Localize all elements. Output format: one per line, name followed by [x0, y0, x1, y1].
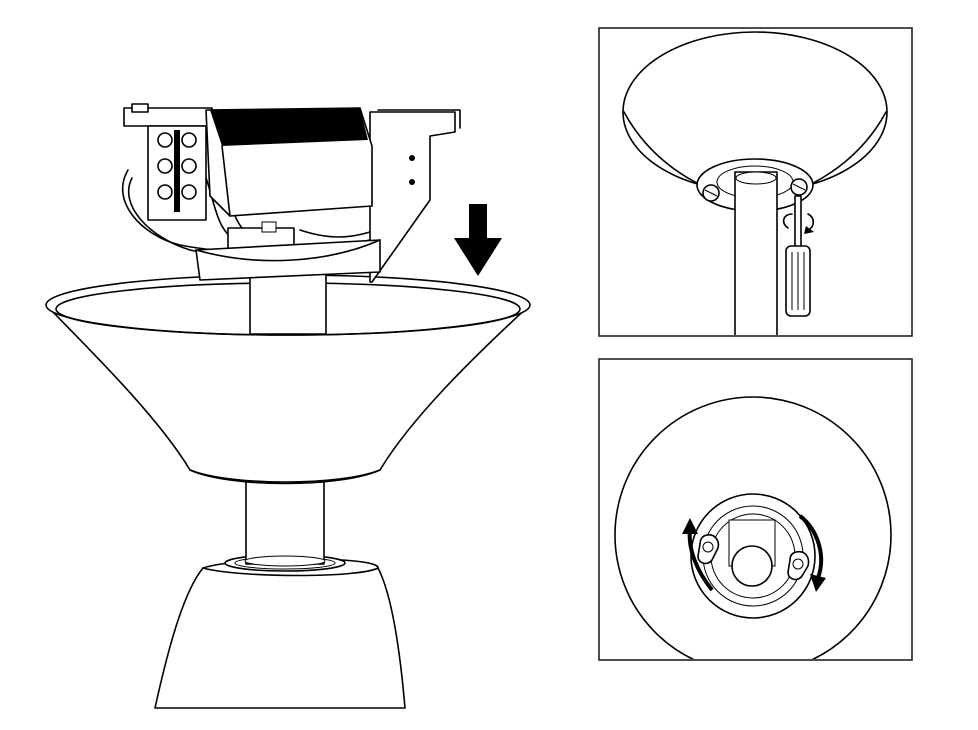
downrod — [731, 545, 773, 587]
downrod-upper — [249, 271, 327, 335]
junction-box — [205, 107, 373, 257]
rotate-arrow-left-icon — [682, 518, 714, 592]
motor-housing — [154, 554, 406, 709]
terminal-block — [147, 125, 207, 221]
mounting-bracket — [123, 103, 461, 283]
screw — [702, 178, 808, 202]
collar — [195, 239, 381, 281]
screwdriver — [785, 195, 811, 317]
down-arrow-icon — [454, 204, 502, 276]
detail-top — [598, 27, 913, 337]
main-view — [45, 103, 531, 709]
clockwise-arrow-icon — [782, 213, 815, 234]
detail-bottom — [598, 358, 913, 661]
downrod — [734, 171, 778, 335]
downrod-lower — [244, 481, 326, 567]
keyhole-slot-right — [787, 550, 810, 581]
rotate-arrow-right-icon — [798, 514, 826, 592]
keyhole-slot-left — [697, 534, 720, 565]
